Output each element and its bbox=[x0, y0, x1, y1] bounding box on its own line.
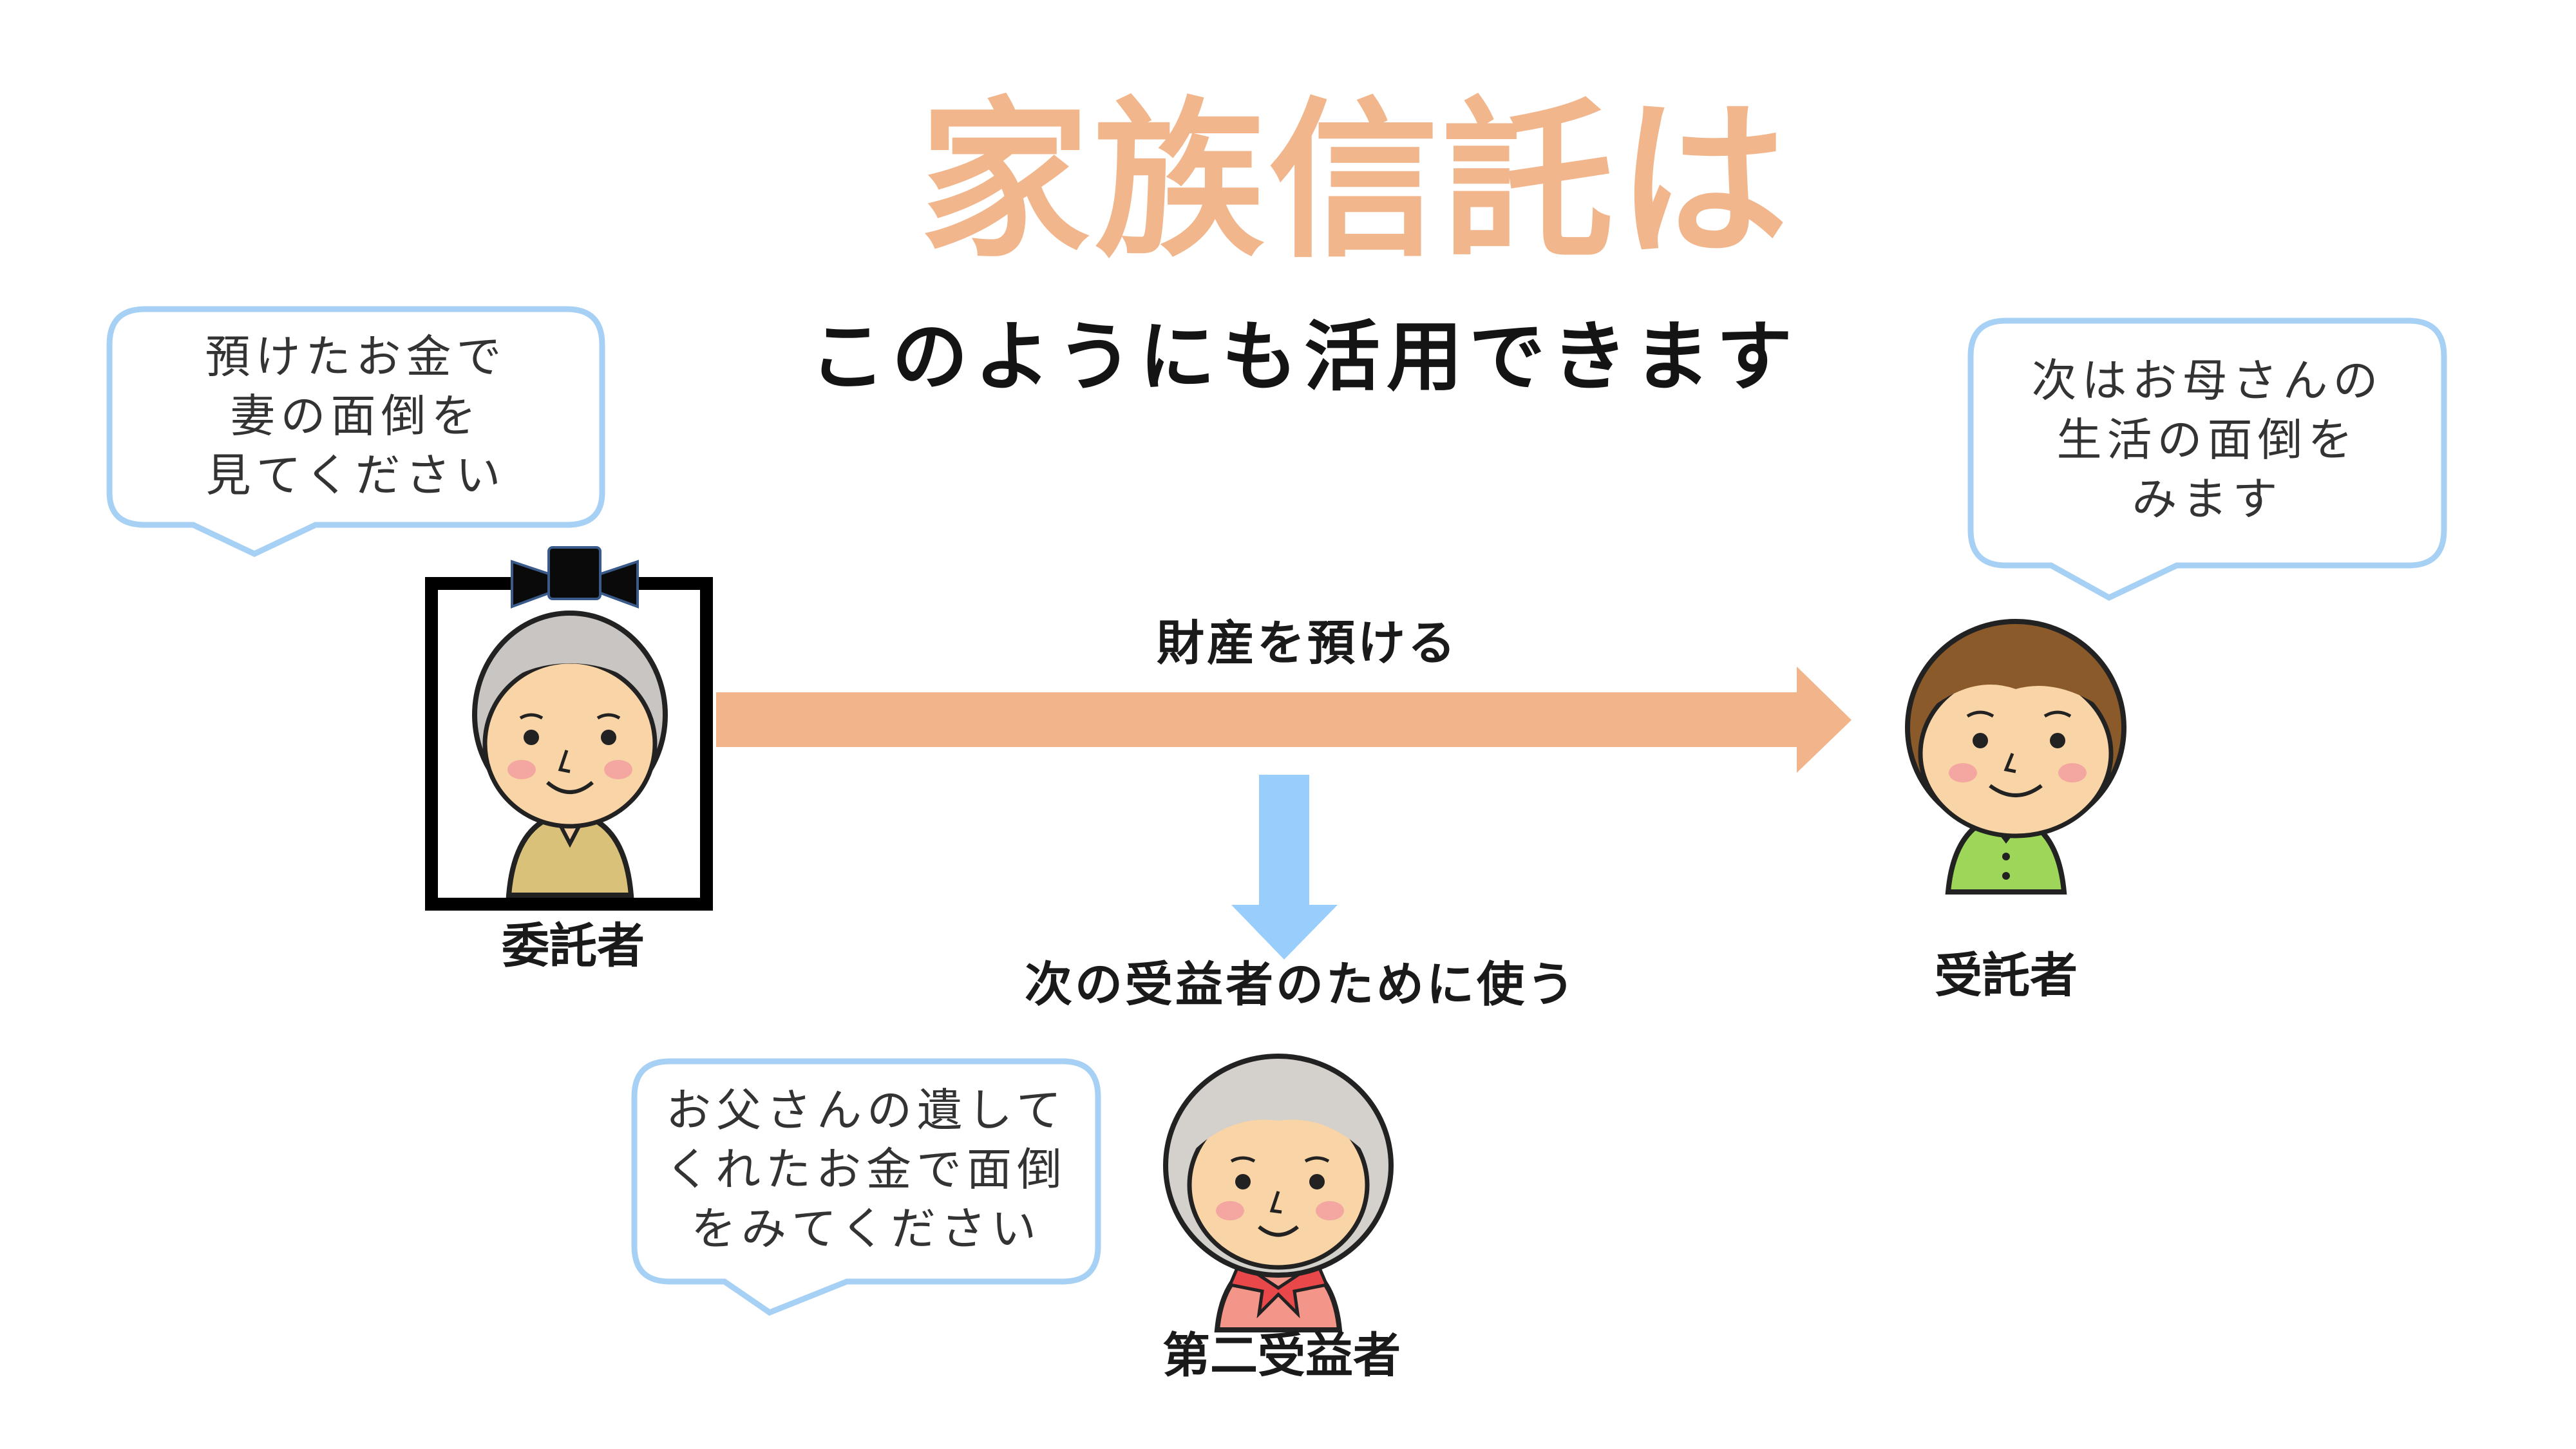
page-subtitle: このようにも活用できます bbox=[809, 312, 1799, 401]
transfer-arrow-label: 財産を預ける bbox=[1157, 616, 1458, 671]
transfer-arrow bbox=[716, 667, 1852, 773]
settlor-label: 委託者 bbox=[502, 918, 645, 974]
page-title: 家族信託は bbox=[919, 82, 1792, 281]
trustee-label: 受託者 bbox=[1935, 948, 2078, 1003]
settlor-bubble-text: 預けたお金で 妻の面倒を 見てください bbox=[205, 330, 507, 502]
beneficiary-speech-bubble bbox=[631, 1058, 1101, 1316]
down-arrow-label: 次の受益者のために使う bbox=[1025, 957, 1577, 1012]
trustee-bubble-text: 次はお母さんの 生活の面倒を みます bbox=[2031, 354, 2383, 526]
settlor-speech-bubble bbox=[106, 306, 605, 557]
trustee-speech-bubble bbox=[1967, 317, 2447, 601]
trustee-figure bbox=[1905, 619, 2126, 895]
settlor-portrait bbox=[425, 546, 713, 911]
down-arrow bbox=[1231, 775, 1338, 960]
beneficiary-bubble-text: お父さんの遺して くれたお金で面倒 をみてください bbox=[665, 1084, 1067, 1255]
second-beneficiary-label: 第二受益者 bbox=[1162, 1328, 1401, 1383]
beneficiary-figure bbox=[1163, 1054, 1394, 1332]
